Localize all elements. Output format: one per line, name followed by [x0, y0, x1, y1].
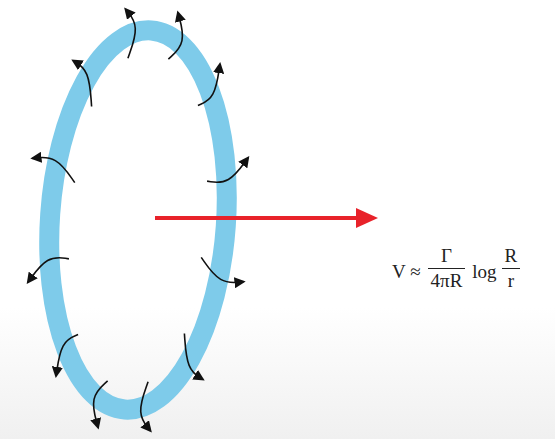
formula-term: log — [472, 262, 496, 281]
circulation-arrow — [201, 257, 243, 282]
circulation-arrow — [168, 13, 182, 59]
formula-term: r — [508, 271, 514, 290]
fraction-bar — [428, 268, 466, 269]
formula-term: Γ — [441, 246, 452, 265]
circulation-arrow — [28, 258, 69, 282]
formula-term: R — [505, 246, 518, 265]
velocity-arrow-head — [356, 208, 378, 228]
formula-term: 4πR — [431, 271, 463, 290]
fraction-bar — [502, 268, 521, 269]
velocity-arrow-shaft — [155, 216, 362, 220]
circulation-arrow — [73, 61, 91, 107]
circulation-arrow — [33, 157, 75, 182]
circulation-arrow — [207, 158, 248, 182]
circulation-arrow — [94, 381, 108, 427]
circulation-arrow — [198, 64, 220, 105]
circulation-arrow — [126, 9, 136, 58]
circulation-arrow — [56, 335, 78, 376]
circulation-arrow — [184, 334, 202, 380]
circulation-arrow — [141, 382, 151, 431]
vortex-ring — [37, 24, 239, 415]
formula-term: V ≈ — [392, 262, 421, 281]
